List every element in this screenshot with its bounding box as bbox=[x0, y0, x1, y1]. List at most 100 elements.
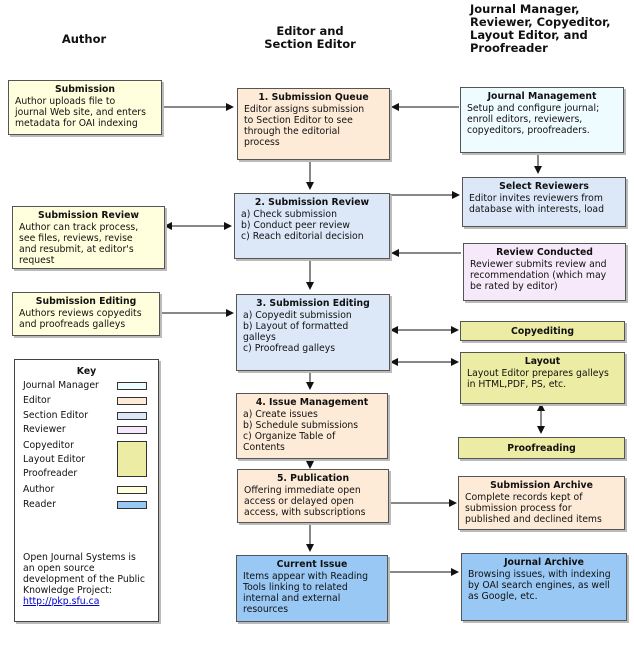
journal-archive-box: Journal Archive Browsing issues, with in… bbox=[461, 553, 627, 621]
box-line: journal Web site, and enters bbox=[15, 107, 146, 118]
review-conducted-box: Review Conducted Reviewer submits review… bbox=[463, 243, 626, 301]
box-line: process bbox=[244, 137, 280, 148]
box-title: Submission Editing bbox=[35, 296, 137, 307]
box-line: Offering immediate open bbox=[244, 485, 361, 496]
editor-heading-line: Section Editor bbox=[264, 37, 356, 51]
box-line: submission process for bbox=[465, 503, 572, 514]
manager-column-heading: Journal Manager, Reviewer, Copyeditor, L… bbox=[470, 3, 620, 55]
legend-key: Key Journal Manager Editor Section Edito… bbox=[14, 359, 159, 622]
box-title: Layout bbox=[524, 356, 561, 367]
current-issue-box: Current Issue Items appear with Reading … bbox=[236, 555, 388, 622]
box-line: Editor assigns submission bbox=[244, 104, 365, 115]
box-line: and resubmit, at editor's bbox=[19, 244, 134, 255]
box-line: c) Organize Table of bbox=[243, 431, 336, 442]
manager-heading-line: Journal Manager, bbox=[470, 2, 580, 16]
box-line: Complete records kept of bbox=[465, 492, 583, 503]
box-title: Journal Archive bbox=[504, 557, 584, 568]
box-line: Reviewer submits review and bbox=[470, 259, 607, 270]
box-line: b) Schedule submissions bbox=[243, 420, 359, 431]
box-line: metadata for OAI indexing bbox=[15, 118, 138, 129]
issue-management-box: 4. Issue Management a) Create issues b) … bbox=[236, 393, 388, 459]
box-line: copyeditors, proofreaders. bbox=[467, 125, 590, 136]
box-line: through the editorial bbox=[244, 126, 340, 137]
legend-note: Open Journal Systems is an open source d… bbox=[23, 552, 155, 607]
box-line: a) Check submission bbox=[241, 209, 337, 220]
legend-label: Copyeditor bbox=[23, 440, 74, 451]
editor-column-heading: Editor and Section Editor bbox=[250, 25, 370, 51]
box-line: and proofreads galleys bbox=[19, 319, 126, 330]
legend-swatch-copyeditor-layout-proofreader bbox=[117, 441, 147, 477]
box-line: access or delayed open bbox=[244, 496, 354, 507]
box-line: as Google, etc. bbox=[468, 591, 538, 602]
box-line: see files, reviews, revise bbox=[19, 233, 133, 244]
box-line: recommendation (which may bbox=[470, 270, 607, 281]
legend-title: Key bbox=[76, 366, 97, 377]
box-line: in HTML,PDF, PS, etc. bbox=[467, 379, 567, 390]
legend-label: Section Editor bbox=[23, 410, 89, 421]
legend-swatch bbox=[117, 486, 147, 494]
legend-swatch bbox=[117, 397, 147, 405]
box-line: access, with subscriptions bbox=[244, 507, 366, 518]
box-line: Editor invites reviewers from bbox=[469, 193, 603, 204]
legend-note-line: an open source bbox=[23, 563, 95, 574]
box-line: Authors reviews copyedits bbox=[19, 308, 142, 319]
journal-management-box: Journal Management Setup and configure j… bbox=[460, 87, 624, 153]
box-title: 3. Submission Editing bbox=[256, 298, 370, 309]
box-line: Setup and configure journal; bbox=[467, 103, 600, 114]
box-line: b) Layout of formatted bbox=[243, 321, 349, 332]
box-title: Current Issue bbox=[276, 559, 348, 570]
legend-swatch bbox=[117, 501, 147, 509]
author-submission-editing-box: Submission Editing Authors reviews copye… bbox=[12, 292, 160, 336]
box-title: Proofreading bbox=[507, 443, 576, 454]
legend-label: Reader bbox=[23, 499, 56, 510]
box-line: Author uploads file to bbox=[15, 96, 116, 107]
box-line: a) Create issues bbox=[243, 409, 318, 420]
legend-label: Journal Manager bbox=[23, 380, 99, 391]
box-line: database with interests, load bbox=[469, 204, 605, 215]
legend-label: Layout Editor bbox=[23, 454, 86, 465]
box-line: Tools linking to related bbox=[243, 582, 348, 593]
submission-queue-box: 1. Submission Queue Editor assigns submi… bbox=[237, 88, 390, 160]
legend-label: Proofreader bbox=[23, 468, 78, 479]
box-title: Select Reviewers bbox=[499, 181, 589, 192]
box-title: 5. Publication bbox=[276, 473, 350, 484]
box-line: c) Proofread galleys bbox=[243, 343, 336, 354]
box-title: 1. Submission Queue bbox=[258, 92, 369, 103]
legend-swatch bbox=[117, 412, 147, 420]
box-title: 2. Submission Review bbox=[254, 197, 370, 208]
author-submission-review-box: Submission Review Author can track proce… bbox=[12, 206, 165, 269]
box-line: internal and external bbox=[243, 593, 341, 604]
box-line: enroll editors, reviewers, bbox=[467, 114, 583, 125]
box-line: by OAI search engines, as well bbox=[468, 580, 610, 591]
select-reviewers-box: Select Reviewers Editor invites reviewer… bbox=[462, 177, 626, 227]
manager-heading-line: Layout Editor, and bbox=[470, 28, 588, 42]
author-column-heading: Author bbox=[61, 32, 107, 46]
proofreading-box: Proofreading bbox=[458, 437, 625, 459]
copyediting-box: Copyediting bbox=[460, 321, 625, 341]
box-line: be rated by editor) bbox=[470, 281, 558, 292]
box-line: Browsing issues, with indexing bbox=[468, 569, 611, 580]
box-line: Author can track process, bbox=[19, 222, 139, 233]
submission-editing-box: 3. Submission Editing a) Copyedit submis… bbox=[236, 294, 390, 371]
box-title: Review Conducted bbox=[496, 247, 593, 258]
publication-box: 5. Publication Offering immediate open a… bbox=[237, 469, 389, 523]
editor-heading-line: Editor and bbox=[276, 24, 344, 38]
manager-heading-line: Reviewer, Copyeditor, bbox=[470, 15, 611, 29]
box-title: Journal Management bbox=[487, 91, 597, 102]
legend-swatch bbox=[117, 426, 147, 434]
box-title: 4. Issue Management bbox=[255, 397, 369, 408]
box-line: Contents bbox=[243, 442, 285, 453]
submission-archive-box: Submission Archive Complete records kept… bbox=[458, 476, 625, 530]
box-line: a) Copyedit submission bbox=[243, 310, 352, 321]
pkp-link[interactable]: http://pkp.sfu.ca bbox=[23, 596, 100, 607]
legend-label: Editor bbox=[23, 395, 51, 406]
legend-label: Author bbox=[23, 484, 55, 495]
box-line: to Section Editor to see bbox=[244, 115, 353, 126]
layout-box: Layout Layout Editor prepares galleys in… bbox=[460, 352, 625, 404]
legend-label: Reviewer bbox=[23, 424, 66, 435]
legend-note-line: Open Journal Systems is bbox=[23, 552, 136, 563]
submission-box: Submission Author uploads file to journa… bbox=[8, 80, 162, 135]
box-title: Submission Archive bbox=[490, 480, 593, 491]
legend-swatch bbox=[117, 382, 147, 390]
